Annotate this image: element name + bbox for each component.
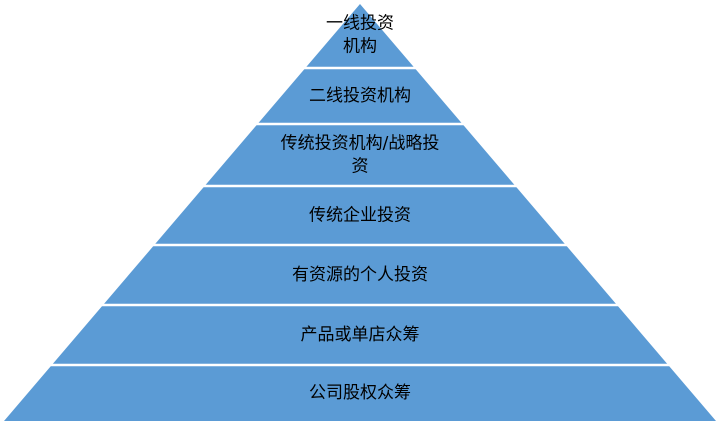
tier-label-1-line-2: 机构 — [343, 37, 377, 57]
tier-label-7: 公司股权众筹 — [309, 383, 411, 403]
tier-label-4: 传统企业投资 — [309, 206, 411, 226]
pyramid-tier-1 — [305, 4, 415, 68]
pyramid-tiers — [4, 4, 716, 421]
pyramid-tier-4 — [154, 186, 566, 245]
pyramid-dividers — [49, 66, 671, 367]
tier-label-6: 产品或单店众筹 — [301, 325, 420, 345]
tier-label-3-line-2: 资 — [352, 157, 369, 177]
tier-label-1: 一线投资机构 — [326, 14, 394, 57]
tier-label-3-line-1: 传统投资机构/战略投 — [281, 134, 440, 154]
tier-label-1-line-1: 一线投资 — [326, 14, 394, 34]
tier-label-5: 有资源的个人投资 — [292, 265, 428, 285]
pyramid-tier-7 — [4, 365, 716, 421]
tier-label-3: 传统投资机构/战略投资 — [281, 134, 440, 177]
pyramid-tier-3 — [204, 124, 516, 186]
pyramid-labels: 一线投资机构二线投资机构传统投资机构/战略投资传统企业投资有资源的个人投资产品或… — [281, 14, 440, 404]
pyramid-tier-5 — [103, 245, 617, 305]
tier-label-2: 二线投资机构 — [309, 86, 411, 106]
tier-label-6-line-1: 产品或单店众筹 — [301, 325, 420, 345]
pyramid-tier-2 — [257, 68, 463, 124]
tier-label-4-line-1: 传统企业投资 — [309, 206, 411, 226]
tier-label-2-line-1: 二线投资机构 — [309, 86, 411, 106]
pyramid-tier-6 — [51, 305, 669, 365]
tier-label-7-line-1: 公司股权众筹 — [309, 383, 411, 403]
tier-label-5-line-1: 有资源的个人投资 — [292, 265, 428, 285]
